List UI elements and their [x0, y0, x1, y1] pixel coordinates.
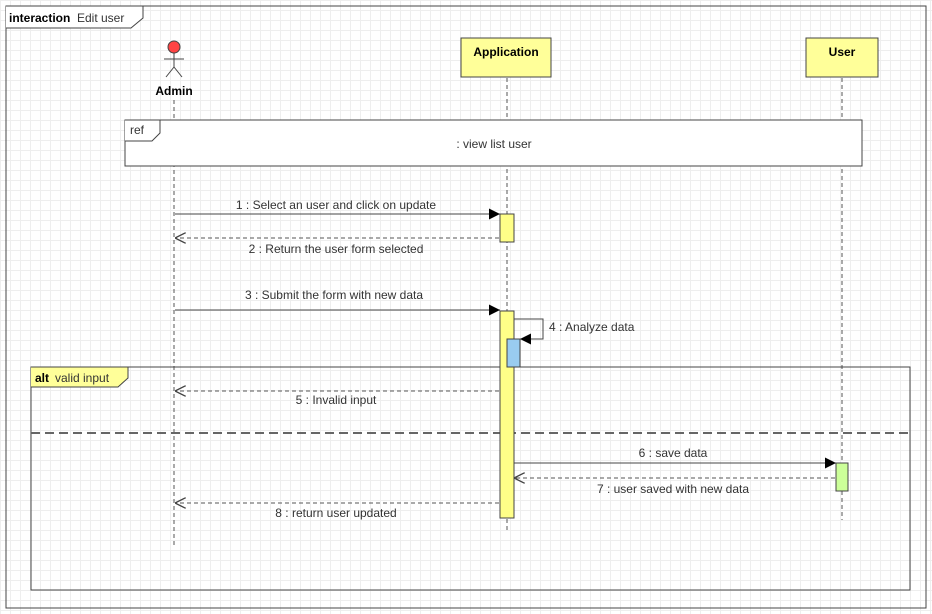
- message-8-label: 8 : return user updated: [275, 506, 396, 520]
- message-7[interactable]: 7 : user saved with new data: [514, 478, 835, 496]
- frame-keyword: interaction: [9, 11, 70, 25]
- message-4[interactable]: 4 : Analyze data: [514, 318, 635, 345]
- message-8[interactable]: 8 : return user updated: [175, 503, 499, 520]
- application-lifeline-head[interactable]: Application: [460, 37, 552, 78]
- message-1[interactable]: 1 : Select an user and click on update: [175, 198, 500, 220]
- alt-guard: valid input: [55, 371, 110, 385]
- message-6[interactable]: 6 : save data: [514, 446, 836, 469]
- ref-tag: ref: [130, 123, 145, 137]
- message-3[interactable]: 3 : Submit the form with new data: [175, 288, 500, 316]
- interaction-frame-tab: [6, 5, 144, 29]
- application-label: Application: [473, 45, 538, 59]
- ref-fragment[interactable]: ref : view list user: [124, 119, 863, 167]
- alt-tag: alt: [35, 371, 49, 385]
- user-activation: [835, 462, 849, 492]
- message-4-label: 4 : Analyze data: [549, 320, 635, 334]
- message-1-label: 1 : Select an user and click on update: [236, 198, 436, 212]
- message-5-label: 5 : Invalid input: [296, 393, 377, 407]
- message-2-label: 2 : Return the user form selected: [249, 242, 424, 256]
- message-7-label: 7 : user saved with new data: [597, 482, 749, 496]
- message-6-label: 6 : save data: [639, 446, 708, 460]
- user-label: User: [829, 45, 856, 59]
- message-5[interactable]: 5 : Invalid input: [175, 391, 499, 407]
- alt-fragment[interactable]: alt valid input: [30, 366, 911, 591]
- interaction-frame: [5, 5, 927, 609]
- user-lifeline-head[interactable]: User: [805, 37, 879, 78]
- ref-text: : view list user: [456, 137, 531, 151]
- application-activation-1: [499, 213, 515, 243]
- message-2[interactable]: 2 : Return the user form selected: [175, 238, 499, 256]
- message-3-label: 3 : Submit the form with new data: [245, 288, 423, 302]
- frame-name: Edit user: [77, 11, 124, 25]
- self-activation-analyze: [506, 338, 521, 368]
- admin-actor[interactable]: Admin: [155, 40, 193, 98]
- actor-head: [167, 40, 181, 54]
- admin-label: Admin: [155, 84, 192, 98]
